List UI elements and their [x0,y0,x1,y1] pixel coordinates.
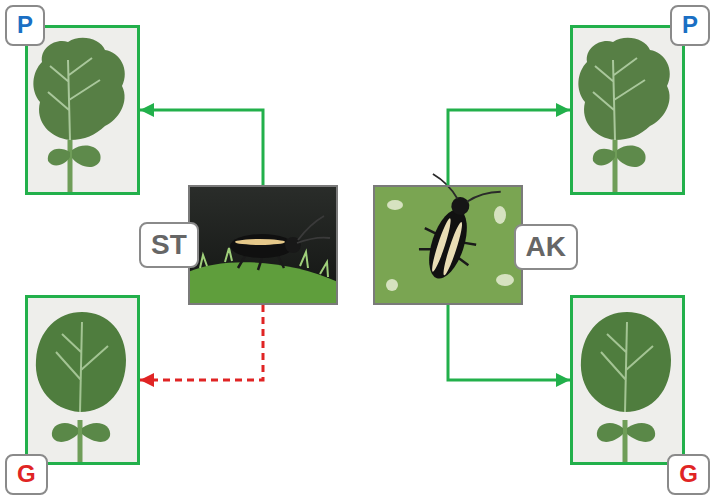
arrow-connector [140,305,263,380]
node-label: ST [139,222,199,268]
leaf-panel: P [570,25,685,195]
node-label: P [670,5,710,46]
node-label: G [5,454,48,495]
leaf-surface [373,185,523,305]
beetle-antenna [428,170,501,211]
leaf-hole [387,200,403,210]
beetle-body [230,234,294,258]
leaf-picture [570,295,685,465]
beetle-antenna [297,216,330,243]
beetle-photo: ST [188,185,338,305]
beetle-picture [373,170,523,305]
leaf-panel: P [25,25,140,195]
beetle-stripe [441,221,465,276]
beetle-photo: AK [373,185,523,305]
leaf-picture [25,295,140,465]
leaf-picture [25,25,140,195]
leaf-surface [188,262,338,305]
leaf-picture [570,25,685,195]
node-label: AK [514,224,578,270]
leaf-hole [496,274,514,286]
beetle-head [449,195,472,218]
photo-ground [188,185,338,305]
node-label: G [667,454,710,495]
beetle-body [422,205,475,283]
leaf-panel: G [570,295,685,465]
leaf-hole [494,206,506,224]
beetle-stripe [235,239,285,245]
leaf-hole [386,279,398,291]
node-label: P [5,5,45,46]
beetle-leg [238,256,284,270]
leaf-panel: G [25,295,140,465]
beetle-picture [188,185,338,305]
arrow-connector [140,110,263,185]
arrow-connector [448,305,570,380]
arrow-connector [448,110,570,185]
